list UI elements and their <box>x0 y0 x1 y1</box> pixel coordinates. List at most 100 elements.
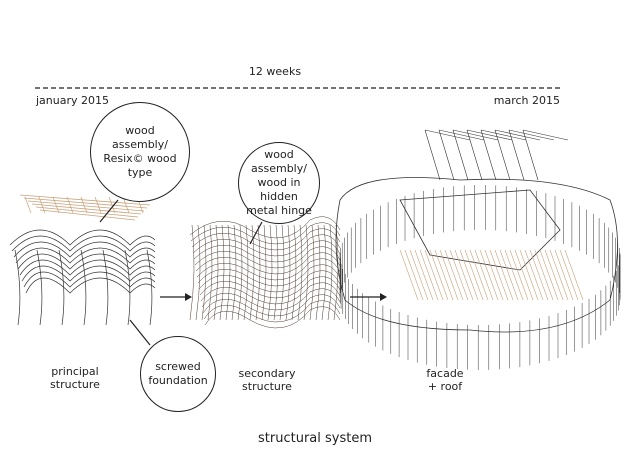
sketch-line <box>194 246 341 269</box>
sketch-line <box>419 249 439 301</box>
callout-leader-foundation <box>129 319 151 346</box>
sketch-line <box>24 196 32 214</box>
sketch-line <box>189 216 341 239</box>
sketch-line <box>198 270 341 293</box>
sketch-line <box>231 224 237 321</box>
sketch-line <box>195 224 201 321</box>
sketch-line <box>58 249 65 326</box>
callout-foundation: screwed foundation <box>140 336 216 412</box>
arrow-icon <box>350 293 387 301</box>
sketch-line <box>191 228 341 251</box>
sketch-line <box>509 249 529 301</box>
stage-label-secondary: secondary structure <box>238 367 296 393</box>
sketch-line <box>36 249 43 326</box>
sketch-line <box>237 224 243 321</box>
sketch-line <box>189 224 195 321</box>
sketch-line <box>279 224 285 321</box>
sketch-line <box>23 271 156 288</box>
sketch-line <box>297 224 303 321</box>
arrow-icon <box>160 293 192 301</box>
sketch-line <box>124 249 131 326</box>
sketch-line <box>197 264 341 287</box>
sketch-line <box>539 249 559 301</box>
facade-roof-drawing <box>335 129 621 370</box>
sketch-line <box>17 253 156 270</box>
sketch-line <box>146 249 153 326</box>
sketch-line <box>504 249 524 301</box>
sketch-line <box>484 249 504 301</box>
sketch-line <box>303 224 309 321</box>
timeline-end: march 2015 <box>493 94 560 107</box>
sketch-line <box>219 224 225 321</box>
sketch-line <box>508 129 555 181</box>
sketch-line <box>499 249 519 301</box>
sketch-line <box>414 249 434 301</box>
sketch-line <box>207 224 213 321</box>
sketch-line <box>409 249 429 301</box>
sketch-line <box>489 249 509 301</box>
callout-hinge: wood assembly/ wood in hidden metal hing… <box>238 142 320 224</box>
sketch-line <box>449 249 469 301</box>
sketch-line <box>454 249 474 301</box>
secondary-structure-drawing <box>189 216 341 329</box>
timeline-duration: 12 weeks <box>248 65 302 78</box>
sketch-line <box>9 229 156 246</box>
sketch-line <box>315 224 321 321</box>
sketch-line <box>31 203 142 215</box>
diagram-title: structural system <box>258 431 372 446</box>
sketch-line <box>192 234 341 257</box>
sketch-line <box>27 200 145 212</box>
sketch-line <box>321 224 327 321</box>
sketch-line <box>474 249 494 301</box>
sketch-line <box>80 196 88 214</box>
sketch-line <box>424 129 471 181</box>
sketch-line <box>429 249 449 301</box>
sketch-line <box>434 249 454 301</box>
sketch-line <box>285 224 291 321</box>
sketch-line <box>559 249 579 301</box>
sketch-line <box>38 196 46 214</box>
sketch-line <box>327 224 333 321</box>
callout-leader-wood-type <box>99 199 119 223</box>
sketch-line <box>108 196 116 214</box>
sketch-line <box>249 224 255 321</box>
sketch-line <box>14 249 21 326</box>
sketch-line <box>261 224 267 321</box>
sketch-line <box>544 249 564 301</box>
principal-structure-drawing <box>9 194 156 326</box>
sketch-line <box>193 240 341 263</box>
sketch-line <box>494 129 541 181</box>
sketch-line <box>399 189 561 271</box>
sketch-line <box>15 247 156 264</box>
sketch-line <box>333 224 339 321</box>
sketch-line <box>80 249 87 326</box>
callout-wood-type: wood assembly/ Resix© wood type <box>90 102 190 202</box>
sketch-line <box>203 300 341 323</box>
sketch-line <box>438 129 485 181</box>
sketch-line <box>529 249 549 301</box>
sketch-line <box>267 224 273 321</box>
sketch-line <box>255 224 261 321</box>
timeline-start: january 2015 <box>36 94 110 107</box>
sketch-line <box>444 249 464 301</box>
sketch-line <box>424 249 444 301</box>
sketch-line <box>201 288 341 311</box>
sketch-line <box>309 224 315 321</box>
sketch-line <box>39 209 136 221</box>
sketch-line <box>464 249 484 301</box>
sketch-line <box>404 249 424 301</box>
sketch-line <box>522 129 569 181</box>
sketch-line <box>399 249 419 301</box>
sketch-line <box>19 259 156 276</box>
sketch-line <box>291 224 297 321</box>
sketch-line <box>13 241 156 258</box>
sketch-line <box>514 249 534 301</box>
sketch-line <box>11 235 156 252</box>
sketch-line <box>554 249 574 301</box>
sketch-line <box>479 249 499 301</box>
sketch-line <box>201 224 207 321</box>
sketch-line <box>21 265 156 282</box>
sketch-line <box>480 129 527 181</box>
sketch-line <box>524 249 544 301</box>
